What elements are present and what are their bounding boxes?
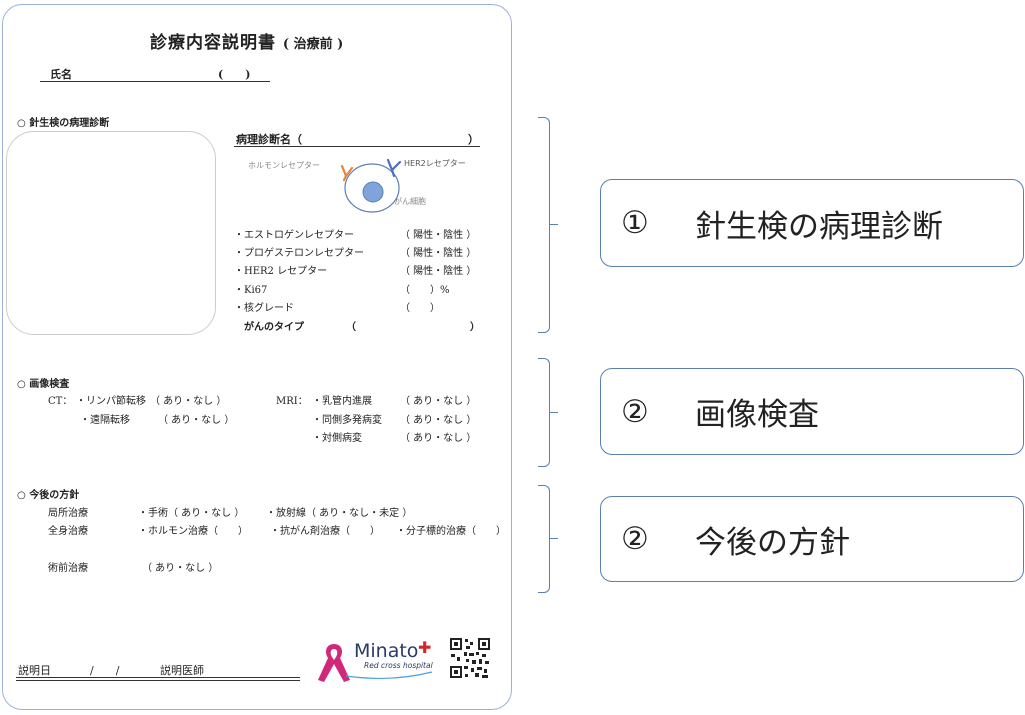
mri-ipsilateral-value: （ あり・なし ）	[400, 415, 477, 426]
name-underline	[40, 81, 270, 82]
red-cross-icon: ✚	[418, 638, 432, 657]
her2-label: ・HER2 レセプター	[234, 266, 328, 277]
mri-intraductal-value: （ あり・なし ）	[400, 396, 477, 407]
mri-ipsilateral-label: ・同側多発病変	[312, 415, 382, 426]
bracket-tip-section2	[550, 412, 558, 413]
ki67-label: ・Ki67	[234, 285, 268, 296]
name-label: 氏名	[50, 68, 72, 81]
section1-heading: ○ 針生検の病理診断	[17, 118, 110, 129]
local-surgery: ・手術（ あり・なし ）	[138, 508, 245, 519]
ct-lymph-value: （ あり・なし ）	[150, 396, 227, 407]
callout-imaging-text: 画像検査	[695, 397, 819, 433]
swoosh-line	[345, 671, 433, 679]
pgr-value: （ 陽性・陰性 ）	[400, 248, 477, 259]
callout-pathology-text: 針生検の病理診断	[695, 208, 943, 245]
name-paren: ( )	[218, 68, 251, 81]
callout-pathology-number: ①	[621, 205, 649, 241]
callout-imaging-number: ②	[621, 393, 649, 430]
nuclear-grade-value: （ ）	[400, 303, 440, 314]
explanation-doctor-label: 説明医師	[160, 664, 204, 677]
ribbon-shape	[318, 644, 350, 682]
callout-imaging: ② 画像検査	[600, 368, 1024, 455]
systemic-chemo: ・抗がん剤治療（ ）	[270, 526, 380, 537]
callout-plan-text: 今後の方針	[695, 524, 850, 561]
er-value: （ 陽性・陰性 ）	[400, 230, 477, 241]
explanation-date-slashes: / /	[90, 664, 120, 677]
cancer-type-label: がんのタイプ	[244, 322, 304, 333]
document-title: 診療内容説明書 ( 治療前 )	[150, 33, 344, 53]
er-label: ・エストロゲンレセプター	[234, 230, 354, 241]
mri-contralateral-value: （ あり・なし ）	[400, 433, 477, 444]
hormone-receptor-icon	[340, 164, 354, 182]
hospital-logo-sub: Red cross hospital	[364, 661, 433, 670]
ki67-value: （ ）%	[400, 285, 450, 296]
document-card	[2, 4, 512, 710]
section3-heading: ○ 今後の方針	[17, 490, 80, 501]
her2-receptor-label: HER2レセプター	[404, 159, 466, 168]
ct-label: CT：	[48, 396, 73, 407]
her2-receptor-icon	[386, 158, 402, 178]
cancer-cell-diagram	[340, 158, 402, 213]
local-treatment-label: 局所治療	[48, 508, 88, 519]
preop-treatment-value: （ あり・なし ）	[142, 563, 219, 574]
bracket-section1	[538, 117, 550, 333]
her2-value: （ 陽性・陰性 ）	[400, 266, 477, 277]
diagnosis-underline	[234, 146, 480, 147]
pink-ribbon-icon	[318, 644, 350, 682]
mri-contralateral-label: ・対側病変	[312, 433, 362, 444]
bracket-tip-section1	[550, 224, 558, 225]
hospital-logo-name: Minato	[354, 640, 419, 662]
mri-intraductal-label: ・乳管内進展	[312, 396, 372, 407]
section2-heading: ○ 画像検査	[17, 379, 70, 390]
footer-underline-2	[16, 680, 300, 681]
nuclear-grade-label: ・核グレード	[234, 303, 294, 314]
logo-swoosh-icon	[345, 671, 433, 679]
diagnosis-label: 病理診断名（	[236, 133, 302, 146]
cancer-type-open: （	[346, 322, 356, 333]
hormone-receptor-label: ホルモンレセプター	[248, 161, 320, 170]
local-radiation: ・放射線（ あり・なし・未定 ）	[266, 508, 413, 519]
diagnosis-close: ）	[468, 133, 479, 146]
systemic-treatment-label: 全身治療	[48, 526, 88, 537]
callout-plan-number: ②	[621, 521, 649, 557]
explanation-date-label: 説明日	[18, 664, 51, 677]
qr-code-icon[interactable]	[448, 636, 492, 680]
ct-distant-label: ・遠隔転移	[80, 415, 130, 426]
footer-underline-1	[16, 677, 300, 678]
image-placeholder	[6, 131, 216, 335]
bracket-tip-section3	[550, 538, 558, 539]
bracket-section2	[538, 358, 550, 467]
callout-pathology: ① 針生検の病理診断	[600, 179, 1024, 267]
systemic-hormone: ・ホルモン治療（ ）	[138, 526, 248, 537]
preop-treatment-label: 術前治療	[48, 563, 88, 574]
document-title-sub: ( 治療前 )	[282, 37, 344, 52]
pgr-label: ・プロゲステロンレセプター	[234, 248, 364, 259]
bracket-section3	[538, 485, 550, 593]
ct-distant-value: （ あり・なし ）	[158, 415, 235, 426]
cancer-type-close: ）	[470, 322, 480, 333]
cell-nucleus	[362, 181, 384, 203]
ct-lymph-label: ・リンパ節転移	[76, 396, 146, 407]
cancer-cell-label: がん細胞	[394, 197, 426, 206]
systemic-targeted: ・分子標的治療（ ）	[396, 526, 506, 537]
mri-label: MRI：	[276, 396, 308, 407]
callout-plan: ② 今後の方針	[600, 496, 1024, 582]
